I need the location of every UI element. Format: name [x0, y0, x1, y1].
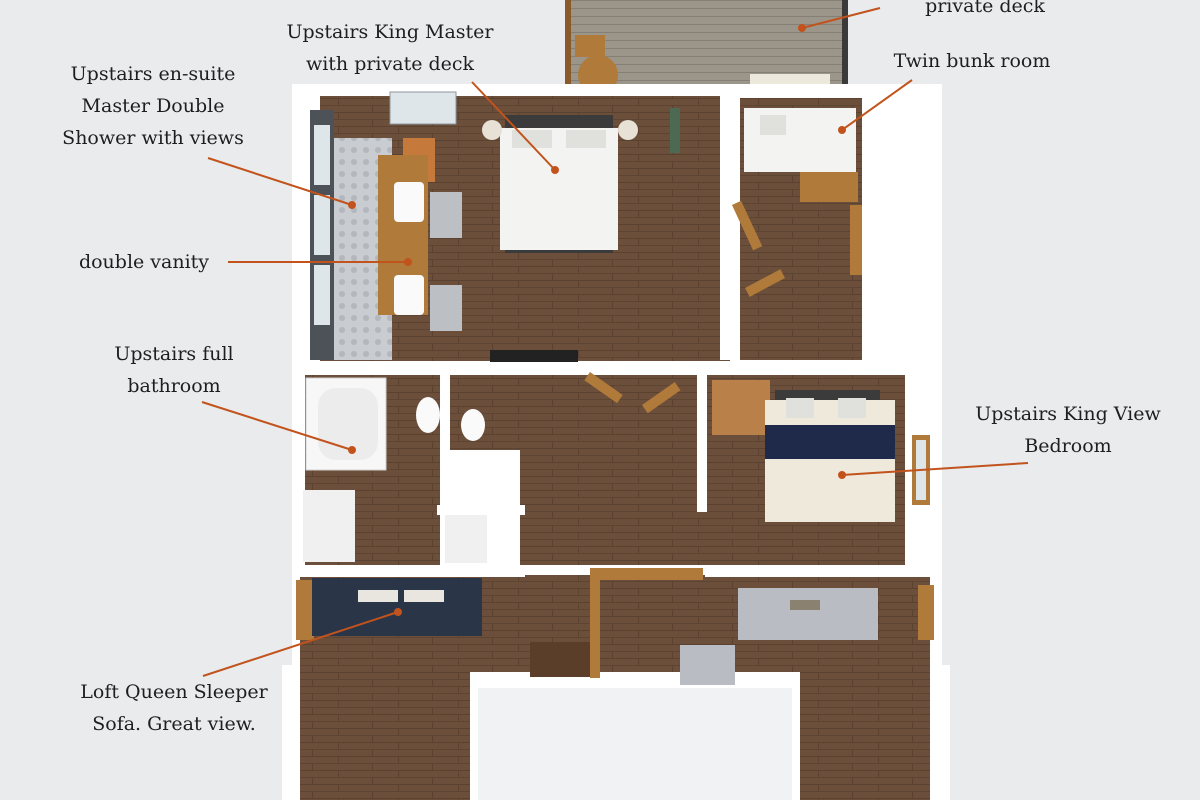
loft-sleeper-sofa [312, 578, 482, 636]
label-king-view: Upstairs King View Bedroom [975, 403, 1161, 457]
loft-grey-sofa [680, 588, 878, 685]
king-view-bed [765, 390, 895, 522]
windows [296, 91, 934, 640]
interior-walls [300, 90, 935, 577]
bathtub [305, 377, 387, 471]
label-double-vanity: double vanity [78, 251, 210, 273]
label-loft-sofa: Loft Queen Sleeper Sofa. Great view. [80, 681, 268, 735]
label-en-suite: Upstairs en-suite Master Double Shower w… [62, 63, 244, 149]
doors [584, 108, 786, 414]
bath-vanity [303, 490, 487, 563]
toilets [416, 397, 485, 441]
leader-lines [201, 7, 1029, 677]
double-vanity [378, 155, 462, 331]
twin-bunk-bed [744, 108, 858, 202]
private-deck [565, 0, 848, 95]
master-king-bed [482, 115, 638, 253]
label-twin-bunk: Twin bunk room [893, 50, 1051, 72]
label-full-bath: Upstairs full bathroom [114, 343, 234, 397]
tv [490, 350, 578, 364]
label-private-deck: private deck [925, 0, 1045, 17]
label-king-master: Upstairs King Master with private deck [286, 21, 494, 75]
stairs [530, 568, 703, 678]
